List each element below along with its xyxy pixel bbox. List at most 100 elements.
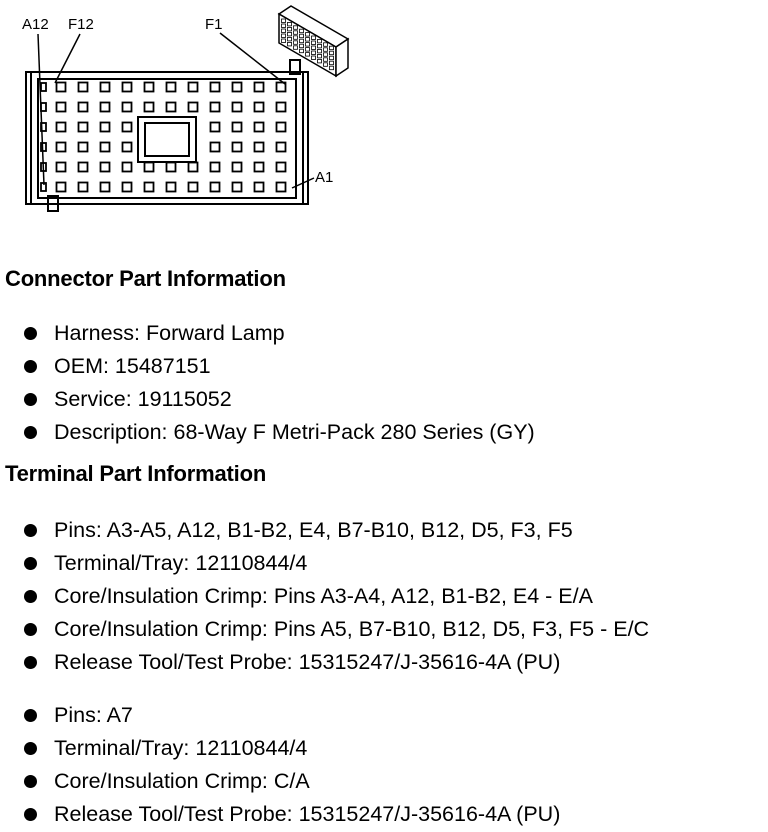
- thumbnail-cavity: [287, 26, 292, 32]
- thumbnail-cavity: [293, 30, 298, 35]
- bullet-icon: [24, 393, 37, 406]
- cavity: [253, 181, 265, 193]
- cavity: [143, 181, 155, 193]
- cavity: [275, 181, 287, 193]
- cavity: [165, 101, 177, 113]
- cavity: [121, 121, 133, 133]
- list-item: Harness: Forward Lamp: [0, 317, 535, 350]
- thumbnail-cavity: [311, 35, 316, 40]
- list-item: Core/Insulation Crimp: Pins A3-A4, A12, …: [0, 580, 649, 613]
- thumbnail-cavity: [323, 47, 328, 52]
- cavity: [275, 101, 287, 113]
- cavity: [99, 141, 111, 153]
- cavity: [165, 81, 177, 93]
- cavity: [165, 161, 177, 173]
- list-item: Terminal/Tray: 12110844/4: [0, 732, 560, 765]
- cavity: [209, 181, 221, 193]
- cavity: [77, 121, 89, 133]
- thumbnail-cavity: [317, 54, 322, 59]
- list-item: Release Tool/Test Probe: 15315247/J-3561…: [0, 646, 649, 679]
- cavity: [77, 141, 89, 153]
- thumbnail-cavity: [317, 59, 322, 64]
- cavity: [55, 121, 67, 133]
- thumbnail-cavity: [287, 42, 292, 47]
- terminal-info-list-1: Pins: A3-A5, A12, B1-B2, E4, B7-B10, B12…: [0, 514, 649, 679]
- cavity: [121, 161, 133, 173]
- thumbnail-cavity: [311, 40, 316, 45]
- thumbnail-cavity: [287, 37, 292, 42]
- cavity: [99, 161, 111, 173]
- cavity: [165, 181, 177, 193]
- cavity: [209, 141, 221, 153]
- connector-housing: [25, 59, 309, 212]
- pin-labels: A12 F12 F1 A1: [22, 16, 333, 189]
- cavity: [55, 141, 67, 153]
- thumbnail-cavity: [323, 57, 328, 62]
- cavity: [231, 81, 243, 93]
- bullet-icon: [24, 808, 37, 821]
- thumbnail-cavity: [305, 37, 310, 42]
- cavity: [55, 101, 67, 113]
- thumbnail-cavity: [287, 32, 292, 37]
- connector-info-list: Harness: Forward Lamp OEM: 15487151 Serv…: [0, 317, 535, 449]
- list-item: Description: 68-Way F Metri-Pack 280 Ser…: [0, 416, 535, 449]
- thumbnail-cavity: [305, 42, 310, 47]
- thumbnail-cavity: [281, 23, 286, 28]
- label-a12: A12: [22, 16, 49, 33]
- thumbnail-cavity: [323, 42, 328, 47]
- thumbnail-cavity: [317, 49, 322, 54]
- bullet-icon: [24, 524, 37, 537]
- cavity: [77, 101, 89, 113]
- thumbnail-cavity: [329, 45, 334, 51]
- bullet-icon: [24, 590, 37, 603]
- bullet-icon: [24, 742, 37, 755]
- bullet-icon: [24, 775, 37, 788]
- cavity: [275, 161, 287, 173]
- cavity: [40, 142, 47, 152]
- cavity: [121, 141, 133, 153]
- bullet-icon: [24, 327, 37, 340]
- thumbnail-cavity: [329, 50, 334, 56]
- thumbnail-cavity: [317, 44, 322, 49]
- label-f1: F1: [205, 16, 223, 33]
- thumbnail-cavity: [329, 60, 334, 66]
- cavity: [253, 101, 265, 113]
- thumbnail-cavity: [287, 21, 292, 27]
- cavity: [231, 161, 243, 173]
- cavity: [231, 181, 243, 193]
- cavity: [231, 141, 243, 153]
- thumbnail-cavity: [305, 32, 310, 37]
- thumbnail-cavity: [311, 55, 316, 60]
- cavity: [253, 141, 265, 153]
- bullet-icon: [24, 709, 37, 722]
- thumbnail-cavity: [299, 33, 304, 39]
- cavity-grid: [40, 81, 287, 193]
- cavity: [55, 81, 67, 93]
- connector-heading: Connector Part Information: [5, 266, 286, 291]
- cavity: [143, 81, 155, 93]
- thumbnail-cavity: [329, 55, 334, 61]
- thumbnail-cavity: [281, 28, 286, 33]
- cavity: [143, 161, 155, 173]
- thumbnail-cavity: [317, 39, 322, 44]
- bullet-icon: [24, 360, 37, 373]
- thumbnail-cavity: [293, 40, 298, 45]
- cavity: [99, 121, 111, 133]
- bullet-icon: [24, 426, 37, 439]
- thumbnail-cavity: [323, 62, 328, 67]
- cavity: [143, 101, 155, 113]
- cavity: [99, 101, 111, 113]
- bullet-icon: [24, 623, 37, 636]
- list-item: Core/Insulation Crimp: Pins A5, B7-B10, …: [0, 613, 649, 646]
- cavity: [77, 181, 89, 193]
- cavity: [253, 81, 265, 93]
- thumbnail-cavity: [305, 47, 310, 52]
- thumbnail-cavity: [293, 35, 298, 40]
- cavity: [77, 161, 89, 173]
- cavity: [55, 161, 67, 173]
- cavity: [253, 161, 265, 173]
- label-f12: F12: [68, 16, 94, 33]
- cavity: [275, 121, 287, 133]
- cavity: [187, 161, 199, 173]
- terminal-info-list-2: Pins: A7 Terminal/Tray: 12110844/4 Core/…: [0, 699, 560, 831]
